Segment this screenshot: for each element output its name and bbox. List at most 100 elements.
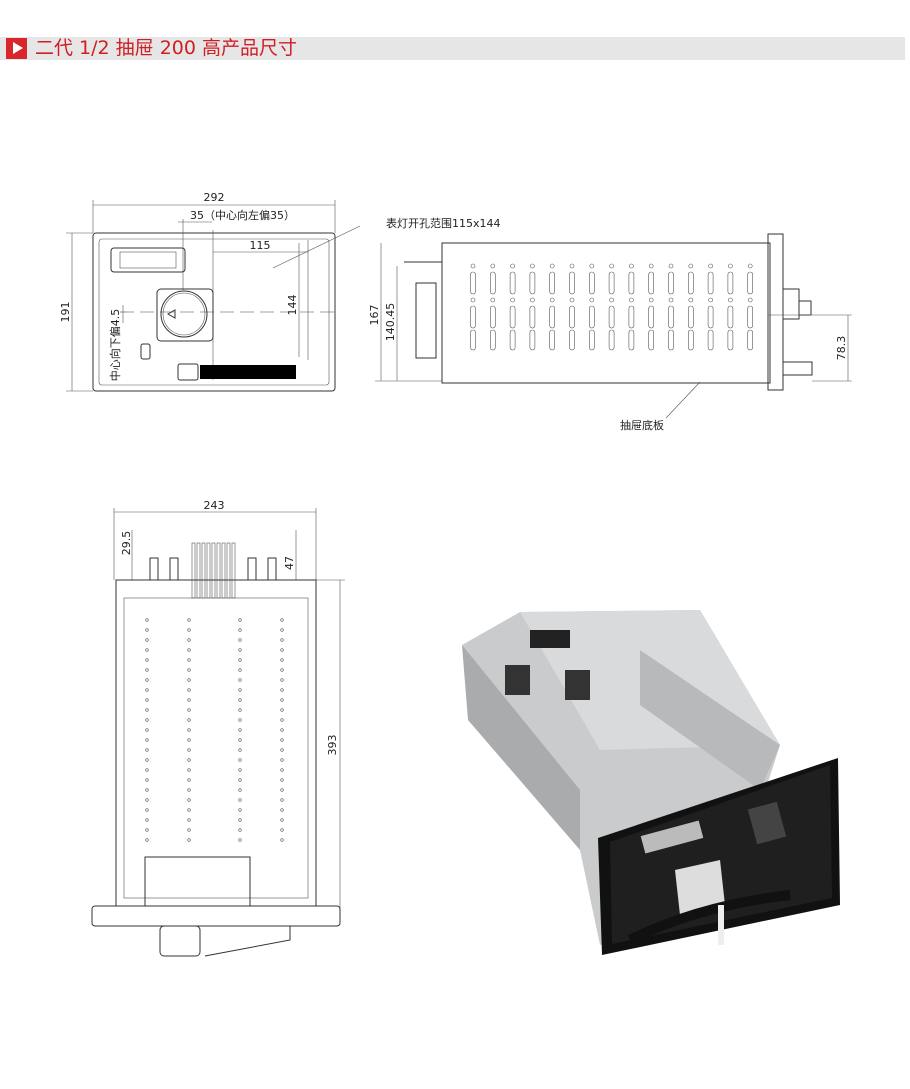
connector-pin	[196, 542, 201, 599]
chassis-hole	[280, 698, 284, 702]
vent-slot	[628, 271, 635, 295]
vent-hole	[549, 263, 555, 269]
vent-hole	[589, 263, 595, 269]
vent-slot	[549, 271, 556, 295]
dim-29-5: 29.5	[120, 531, 133, 556]
vent-hole	[530, 297, 535, 303]
chassis-hole	[238, 698, 242, 702]
cutout-callout: 表灯开孔范围115x144	[386, 216, 501, 230]
vent-slot	[489, 305, 496, 329]
chassis-hole	[238, 788, 242, 792]
chassis-hole	[187, 618, 191, 622]
mount-post	[169, 557, 179, 581]
dim-width-292: 292	[204, 191, 225, 204]
dim-offset-left: 35（中心向左偏35）	[190, 208, 295, 222]
vent-slot	[707, 329, 714, 351]
vent-hole	[609, 263, 614, 269]
chassis-hole	[280, 708, 284, 712]
chassis-hole	[280, 688, 284, 692]
vent-slot	[608, 305, 615, 329]
play-triangle-icon	[6, 38, 27, 59]
vent-slot	[470, 271, 476, 295]
dim-width-243: 243	[204, 499, 225, 512]
chassis-hole	[187, 828, 191, 832]
dim-cutout-width: 115	[250, 239, 271, 252]
chassis-hole	[238, 828, 242, 832]
vent-hole	[490, 263, 496, 269]
vent-slot	[529, 271, 536, 295]
vent-slot	[668, 305, 674, 329]
chassis-hole	[238, 778, 242, 782]
chassis-hole	[238, 638, 242, 642]
chassis-hole	[187, 648, 191, 652]
vent-slot	[687, 271, 694, 295]
chassis-hole	[145, 808, 149, 812]
vent-hole	[688, 297, 694, 303]
chassis-hole	[280, 718, 284, 722]
vent-slot	[588, 305, 595, 329]
vent-hole	[747, 263, 753, 269]
dim-shaft-height: 78.3	[835, 336, 848, 361]
chassis-hole	[280, 658, 284, 662]
vent-hole	[728, 263, 733, 269]
connector-pin	[211, 542, 216, 599]
chassis-hole	[187, 788, 191, 792]
chassis-hole	[280, 818, 284, 822]
vent-slot	[727, 329, 734, 351]
chassis-hole	[145, 748, 149, 752]
vent-hole	[589, 297, 595, 303]
vent-slot	[529, 329, 536, 351]
vent-slot	[727, 271, 734, 295]
chassis-hole	[187, 798, 191, 802]
vent-slot	[648, 329, 655, 351]
chassis-hole	[238, 808, 242, 812]
dim-depth-393: 393	[326, 735, 339, 756]
chassis-hole	[238, 668, 242, 672]
vent-slot	[509, 329, 516, 351]
chassis-hole	[187, 628, 191, 632]
section-title: 二代 1/2 抽屉 200 高产品尺寸	[35, 37, 298, 59]
dim-height-140: 140.45	[384, 303, 397, 342]
chassis-hole	[145, 788, 149, 792]
chassis-hole	[238, 678, 242, 682]
vent-slot	[569, 271, 575, 295]
dim-height-167: 167	[368, 305, 381, 326]
vent-hole	[629, 297, 634, 303]
vent-slot	[707, 305, 714, 329]
front-view-drawing: 292 35（中心向左偏35） 115 144 191 中心向下偏4.5	[59, 191, 361, 392]
connector-pin	[201, 542, 206, 599]
vent-slot	[628, 305, 635, 329]
chassis-hole	[145, 708, 149, 712]
dim-cutout-height: 144	[286, 295, 299, 316]
mount-post	[149, 557, 159, 581]
vent-hole	[629, 263, 634, 269]
vent-slot	[668, 271, 674, 295]
chassis-hole	[280, 748, 284, 752]
vent-slot	[687, 305, 694, 329]
chassis-hole	[238, 738, 242, 742]
top-view-drawing: 243 29.5 47 393	[91, 499, 345, 957]
vent-hole	[728, 297, 733, 303]
chassis-hole	[145, 698, 149, 702]
chassis-hole	[280, 668, 284, 672]
chassis-hole	[187, 808, 191, 812]
chassis-hole	[238, 748, 242, 752]
chassis-hole	[145, 718, 149, 722]
vent-slot	[549, 329, 556, 351]
connector-pin	[191, 542, 196, 599]
vent-hole	[648, 297, 654, 303]
chassis-hole	[145, 618, 149, 622]
vent-hole	[470, 297, 476, 303]
vent-hole	[510, 297, 515, 303]
chassis-hole	[145, 738, 149, 742]
vent-slot	[747, 329, 754, 351]
vent-hole	[569, 297, 575, 303]
chassis-hole	[187, 718, 191, 722]
chassis-hole	[280, 798, 284, 802]
chassis-hole	[280, 828, 284, 832]
vent-slot	[747, 271, 754, 295]
chassis-hole	[187, 778, 191, 782]
vent-slot	[470, 305, 476, 329]
mount-post	[267, 557, 277, 581]
